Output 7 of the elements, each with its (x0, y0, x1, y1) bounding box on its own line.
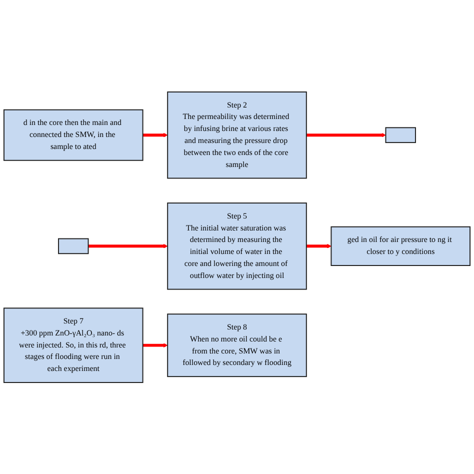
arrow (306, 244, 332, 248)
node-box (385, 126, 416, 143)
arrow (142, 132, 168, 138)
node-box (58, 238, 89, 254)
arrow (142, 342, 168, 348)
arrow (88, 244, 168, 248)
arrow (306, 132, 386, 138)
